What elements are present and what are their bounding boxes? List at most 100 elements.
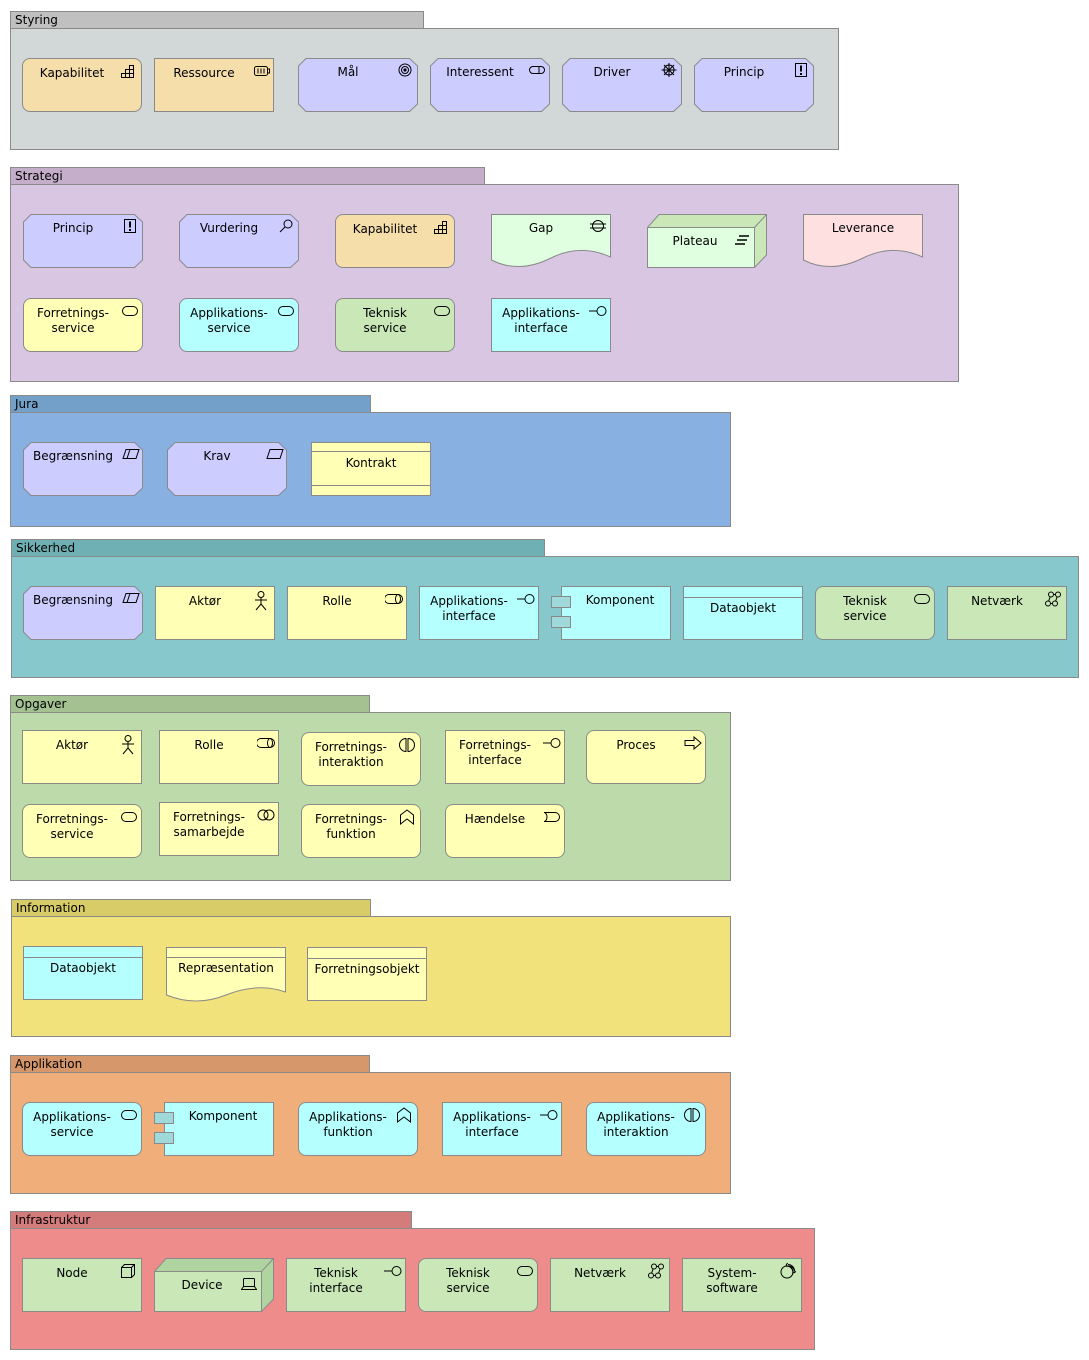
group-title: Strategi <box>15 169 63 183</box>
principle-shape <box>694 58 814 112</box>
deliverable-shape <box>803 214 923 268</box>
element-business-service[interactable]: Forretnings- service <box>22 804 142 858</box>
business-object-line <box>308 958 426 959</box>
data-object-line <box>684 597 802 598</box>
element-technology-service[interactable]: Teknisk service <box>418 1258 538 1312</box>
element-resource[interactable]: Ressource <box>154 58 274 112</box>
principle-icon <box>124 219 136 233</box>
goal-shape <box>298 58 418 112</box>
element-technology-interface[interactable]: Teknisk interface <box>286 1258 406 1312</box>
gap-icon <box>590 220 606 232</box>
element-requirement[interactable]: Krav <box>167 442 287 496</box>
element-representation[interactable]: Repræsentation <box>166 947 286 1003</box>
group-tab-styring[interactable]: Styring <box>10 11 424 28</box>
group-tab-applikation[interactable]: Applikation <box>10 1055 370 1072</box>
element-data-object[interactable]: Dataobjekt <box>683 586 803 640</box>
group-tab-information[interactable]: Information <box>11 899 371 916</box>
element-business-interface[interactable]: Forretnings- interface <box>445 730 565 784</box>
element-data-object[interactable]: Dataobjekt <box>23 946 143 1000</box>
component-port <box>551 616 571 628</box>
principle-icon <box>795 63 807 77</box>
group-tab-strategi[interactable]: Strategi <box>10 167 485 184</box>
element-application-function[interactable]: Applikations- funktion <box>298 1102 418 1156</box>
group-tab-infrastruktur[interactable]: Infrastruktur <box>10 1211 412 1228</box>
element-business-object[interactable]: Forretningsobjekt <box>307 947 427 1001</box>
data-object-line <box>24 957 142 958</box>
service-icon <box>434 306 450 316</box>
constraint-shape <box>23 442 143 496</box>
element-stakeholder[interactable]: Interessent <box>430 58 550 112</box>
device-shape <box>154 1258 274 1312</box>
interface-icon <box>543 738 561 748</box>
element-actor[interactable]: Aktør <box>155 586 275 640</box>
element-application-interface[interactable]: Applikations- interface <box>442 1102 562 1156</box>
node-icon <box>121 1264 135 1278</box>
device-icon <box>241 1278 257 1290</box>
component-port <box>551 596 571 608</box>
element-business-service[interactable]: Forretnings- service <box>23 298 143 352</box>
assessment-shape <box>179 214 299 268</box>
event-icon <box>543 812 560 822</box>
element-application-service[interactable]: Applikations- service <box>22 1102 142 1156</box>
element-role[interactable]: Rolle <box>287 586 407 640</box>
group-strategi[interactable] <box>10 184 959 382</box>
element-driver[interactable]: Driver <box>562 58 682 112</box>
element-node[interactable]: Node <box>22 1258 142 1312</box>
constraint-icon <box>122 449 140 459</box>
system-software-icon <box>780 1263 796 1279</box>
group-tab-opgaver[interactable]: Opgaver <box>10 695 370 712</box>
stakeholder-icon <box>529 66 545 74</box>
element-application-service[interactable]: Applikations- service <box>179 298 299 352</box>
element-application-component[interactable]: Komponent <box>154 1102 274 1156</box>
element-contract[interactable]: Kontrakt <box>311 442 431 496</box>
element-application-interaction[interactable]: Applikations- interaktion <box>586 1102 706 1156</box>
group-tab-jura[interactable]: Jura <box>10 395 371 412</box>
interface-icon <box>589 306 607 316</box>
element-assessment[interactable]: Vurdering <box>179 214 299 268</box>
constraint-icon <box>122 593 140 603</box>
element-business-interaction[interactable]: Forretnings- interaktion <box>301 732 421 786</box>
group-infrastruktur[interactable] <box>10 1228 815 1350</box>
element-principle[interactable]: Princip <box>694 58 814 112</box>
driver-shape <box>562 58 682 112</box>
assessment-icon <box>279 219 293 233</box>
element-system-software[interactable]: System- software <box>682 1258 802 1312</box>
network-icon <box>648 1263 664 1279</box>
collaboration-icon <box>257 809 275 821</box>
actor-icon <box>255 591 267 611</box>
element-constraint[interactable]: Begrænsning <box>23 586 143 640</box>
element-network[interactable]: Netværk <box>947 586 1067 640</box>
element-business-process[interactable]: Proces <box>586 730 706 784</box>
constraint-shape <box>23 586 143 640</box>
element-network[interactable]: Netværk <box>550 1258 670 1312</box>
role-icon <box>257 738 275 748</box>
group-title: Applikation <box>15 1057 83 1071</box>
service-icon <box>122 306 138 316</box>
element-capability[interactable]: Kapabilitet <box>22 58 142 112</box>
goal-icon <box>398 63 412 77</box>
interface-icon <box>384 1266 402 1276</box>
element-technology-service[interactable]: Teknisk service <box>335 298 455 352</box>
interface-icon <box>517 594 535 604</box>
network-icon <box>1045 591 1061 607</box>
element-capability[interactable]: Kapabilitet <box>335 214 455 268</box>
element-principle[interactable]: Princip <box>23 214 143 268</box>
element-plateau[interactable]: Plateau <box>647 214 767 268</box>
element-business-collaboration[interactable]: Forretnings- samarbejde <box>159 802 279 856</box>
element-business-function[interactable]: Forretnings- funktion <box>301 804 421 858</box>
element-business-actor[interactable]: Aktør <box>22 730 142 784</box>
element-goal[interactable]: Mål <box>298 58 418 112</box>
element-business-event[interactable]: Hændelse <box>445 804 565 858</box>
interaction-icon <box>684 1107 700 1123</box>
element-application-interface[interactable]: Applikations- interface <box>419 586 539 640</box>
element-deliverable[interactable]: Leverance <box>803 214 923 270</box>
element-technology-service[interactable]: Teknisk service <box>815 586 935 640</box>
element-business-role[interactable]: Rolle <box>159 730 279 784</box>
group-tab-sikkerhed[interactable]: Sikkerhed <box>11 539 545 556</box>
resource-icon <box>254 66 270 76</box>
element-device[interactable]: Device <box>154 1258 274 1312</box>
element-gap[interactable]: Gap <box>491 214 611 270</box>
element-component[interactable]: Komponent <box>551 586 671 640</box>
element-application-interface[interactable]: Applikations- interface <box>491 298 611 352</box>
element-constraint[interactable]: Begrænsning <box>23 442 143 496</box>
